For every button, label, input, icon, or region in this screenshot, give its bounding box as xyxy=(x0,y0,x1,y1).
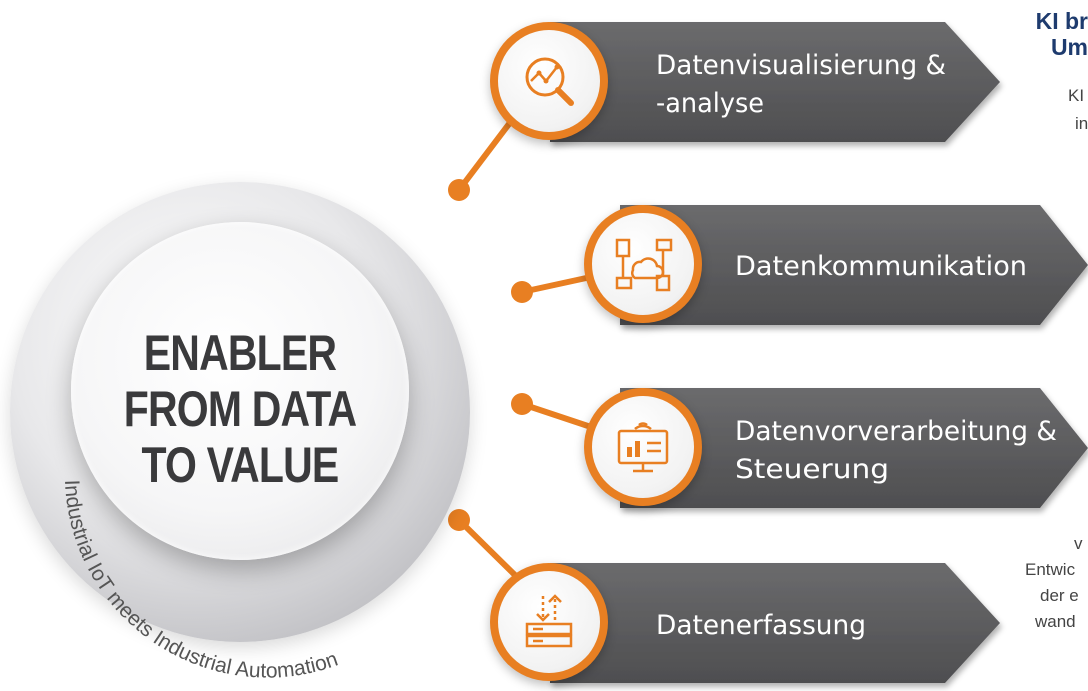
arrow-bar-4 xyxy=(550,563,1000,683)
center-disk xyxy=(71,222,409,560)
step-1-label-line-1: Datenvisualisierung & xyxy=(656,50,946,81)
step-4-label: Datenerfassung xyxy=(656,610,866,641)
badge-communication xyxy=(584,205,702,323)
arrow-bar-1 xyxy=(550,22,1000,142)
center-title-line-1: ENABLER xyxy=(143,325,337,381)
ring-text-path: Industrial IoT meets Industrial Automati… xyxy=(60,479,341,682)
center-title-line-2: FROM DATA xyxy=(123,381,357,437)
step-3-label-line-2: Steuerung xyxy=(735,454,889,485)
center-title: ENABLER FROM DATA TO VALUE xyxy=(101,325,378,493)
arrow-bar-3 xyxy=(620,388,1088,508)
side-text-fragment: Entwic xyxy=(1025,560,1076,579)
badge-visualization xyxy=(490,22,608,140)
step-3-label-line-1: Datenvorverarbeitung & xyxy=(735,416,1057,447)
step-1-label-line-2: -analyse xyxy=(656,88,764,119)
side-heading: KI br Um xyxy=(1010,8,1088,60)
side-text-fragment: KI xyxy=(1068,86,1085,105)
side-text-fragment: in xyxy=(1075,114,1088,133)
monitor-signal-icon xyxy=(617,422,669,473)
magnifier-chart-icon xyxy=(525,57,574,106)
badge-acquisition xyxy=(490,563,608,681)
connector-dots xyxy=(448,179,533,531)
arrow-bar-2 xyxy=(620,205,1088,325)
side-heading-line-2: Um xyxy=(1050,34,1088,60)
side-text-fragment: der e xyxy=(1040,586,1079,605)
side-heading-line-1: KI br xyxy=(1035,8,1088,34)
step-2-label: Datenkommunikation xyxy=(735,251,1027,282)
server-transfer-icon xyxy=(525,594,573,648)
side-text-fragment: wand xyxy=(1035,612,1076,631)
ring-text: Industrial IoT meets Industrial Automati… xyxy=(60,479,341,682)
network-cloud-icon xyxy=(615,238,673,292)
badge-preprocessing xyxy=(584,388,702,506)
center-title-line-3: TO VALUE xyxy=(141,437,340,493)
side-text-fragment: v xyxy=(1074,534,1083,553)
